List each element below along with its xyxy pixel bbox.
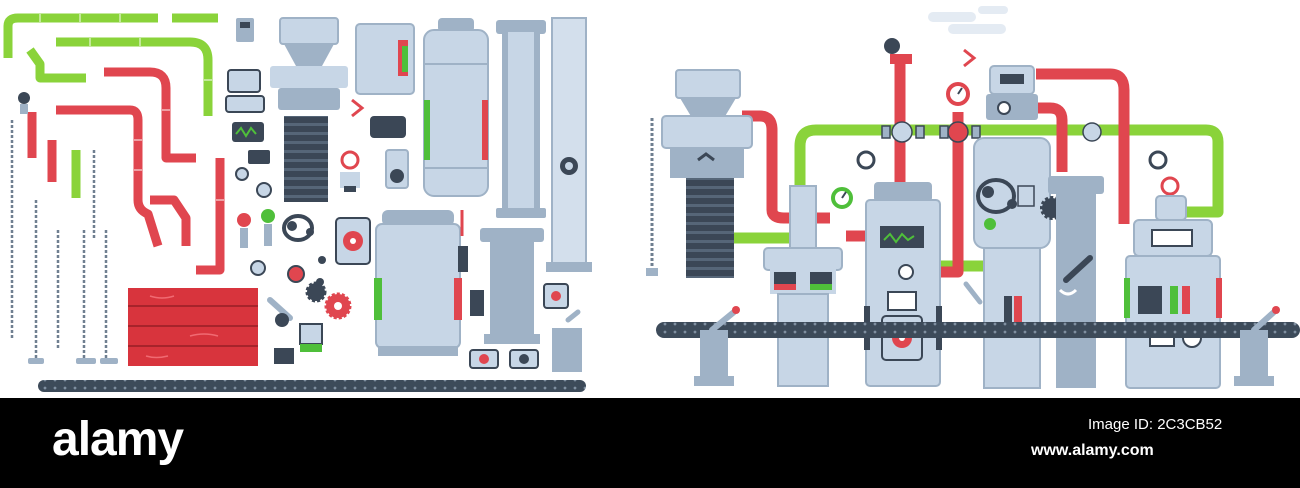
short-pillar-part	[480, 228, 544, 344]
lever-icons	[694, 281, 1280, 386]
gear-and-lever-parts	[250, 214, 352, 364]
machine-station-2	[864, 182, 942, 387]
smoke-cloud-icon	[928, 6, 1008, 34]
machine-conveyor-belt	[656, 322, 1300, 338]
tank-part	[374, 210, 462, 356]
chain-hooks	[28, 358, 118, 364]
tall-column-part	[546, 17, 592, 272]
machine-station-1	[763, 185, 843, 387]
capsule-tank-part	[423, 18, 489, 197]
conveyor-belt-part	[38, 380, 586, 392]
illustration-canvas	[3, 6, 1300, 392]
machine-station-4	[1048, 176, 1104, 388]
chain-set	[10, 120, 108, 360]
pipe-segment-joints-red	[134, 109, 224, 201]
vent-and-valve-parts	[340, 23, 415, 192]
assembled-machine	[646, 6, 1300, 389]
watermark-brand: alamy	[52, 413, 184, 466]
pipe-segment-joints-green	[39, 14, 212, 81]
parts-kit	[3, 13, 592, 392]
misc-small-parts	[458, 210, 582, 372]
control-panel-parts	[225, 18, 275, 248]
green-pipe-set	[3, 13, 218, 198]
machine-station-3	[973, 65, 1051, 389]
pipe-fittings	[881, 121, 1102, 143]
pillar-part	[496, 20, 546, 218]
wheel-panel-part	[335, 217, 371, 265]
watermark-bar: alamy Image ID: 2C3CB52 www.alamy.com	[0, 398, 1300, 488]
machine-parts-illustration	[3, 6, 1300, 392]
watermark-url: www.alamy.com	[1031, 442, 1154, 459]
red-wooden-crate	[128, 288, 258, 366]
gauge-icons	[831, 82, 1168, 209]
red-pipe-set	[27, 67, 225, 275]
pipe-valve-icon	[18, 92, 30, 114]
image-id-text: Image ID: 2C3CB52	[1088, 416, 1223, 433]
hopper-part	[270, 17, 348, 202]
hopper-tower	[661, 69, 753, 278]
pipe-caps	[884, 38, 977, 68]
